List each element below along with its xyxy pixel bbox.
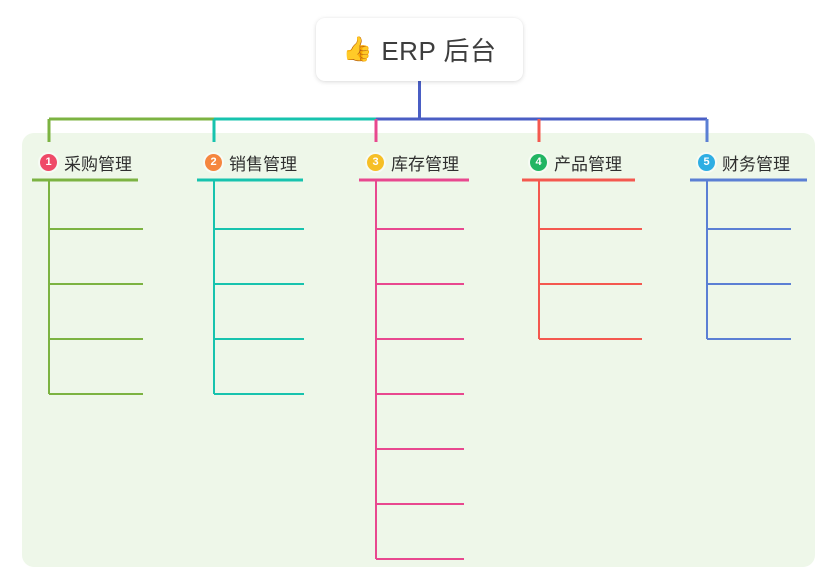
branch-badge-5: 5 — [698, 153, 715, 171]
branch-title-1: 采购管理 — [64, 154, 132, 174]
branch-badge-1: 1 — [40, 153, 57, 171]
branch-title-5: 财务管理 — [722, 154, 790, 174]
branch-title-4: 产品管理 — [554, 154, 622, 174]
branch-badge-3: 3 — [367, 153, 384, 171]
root-node[interactable]: 👍 ERP 后台 — [316, 18, 523, 81]
branch-title-2: 销售管理 — [229, 154, 297, 174]
thumbs-up-icon: 👍 — [342, 35, 373, 63]
diagram-panel — [22, 133, 815, 567]
branch-header-1[interactable]: 1 采购管理 — [40, 150, 132, 174]
branch-header-4[interactable]: 4 产品管理 — [530, 150, 622, 174]
root-node-label: ERP 后台 — [381, 36, 497, 66]
branch-badge-2: 2 — [205, 153, 222, 171]
branch-header-3[interactable]: 3 库存管理 — [367, 150, 459, 174]
branch-title-3: 库存管理 — [391, 154, 459, 174]
branch-header-2[interactable]: 2 销售管理 — [205, 150, 297, 174]
branch-header-5[interactable]: 5 财务管理 — [698, 150, 790, 174]
branch-badge-4: 4 — [530, 153, 547, 171]
